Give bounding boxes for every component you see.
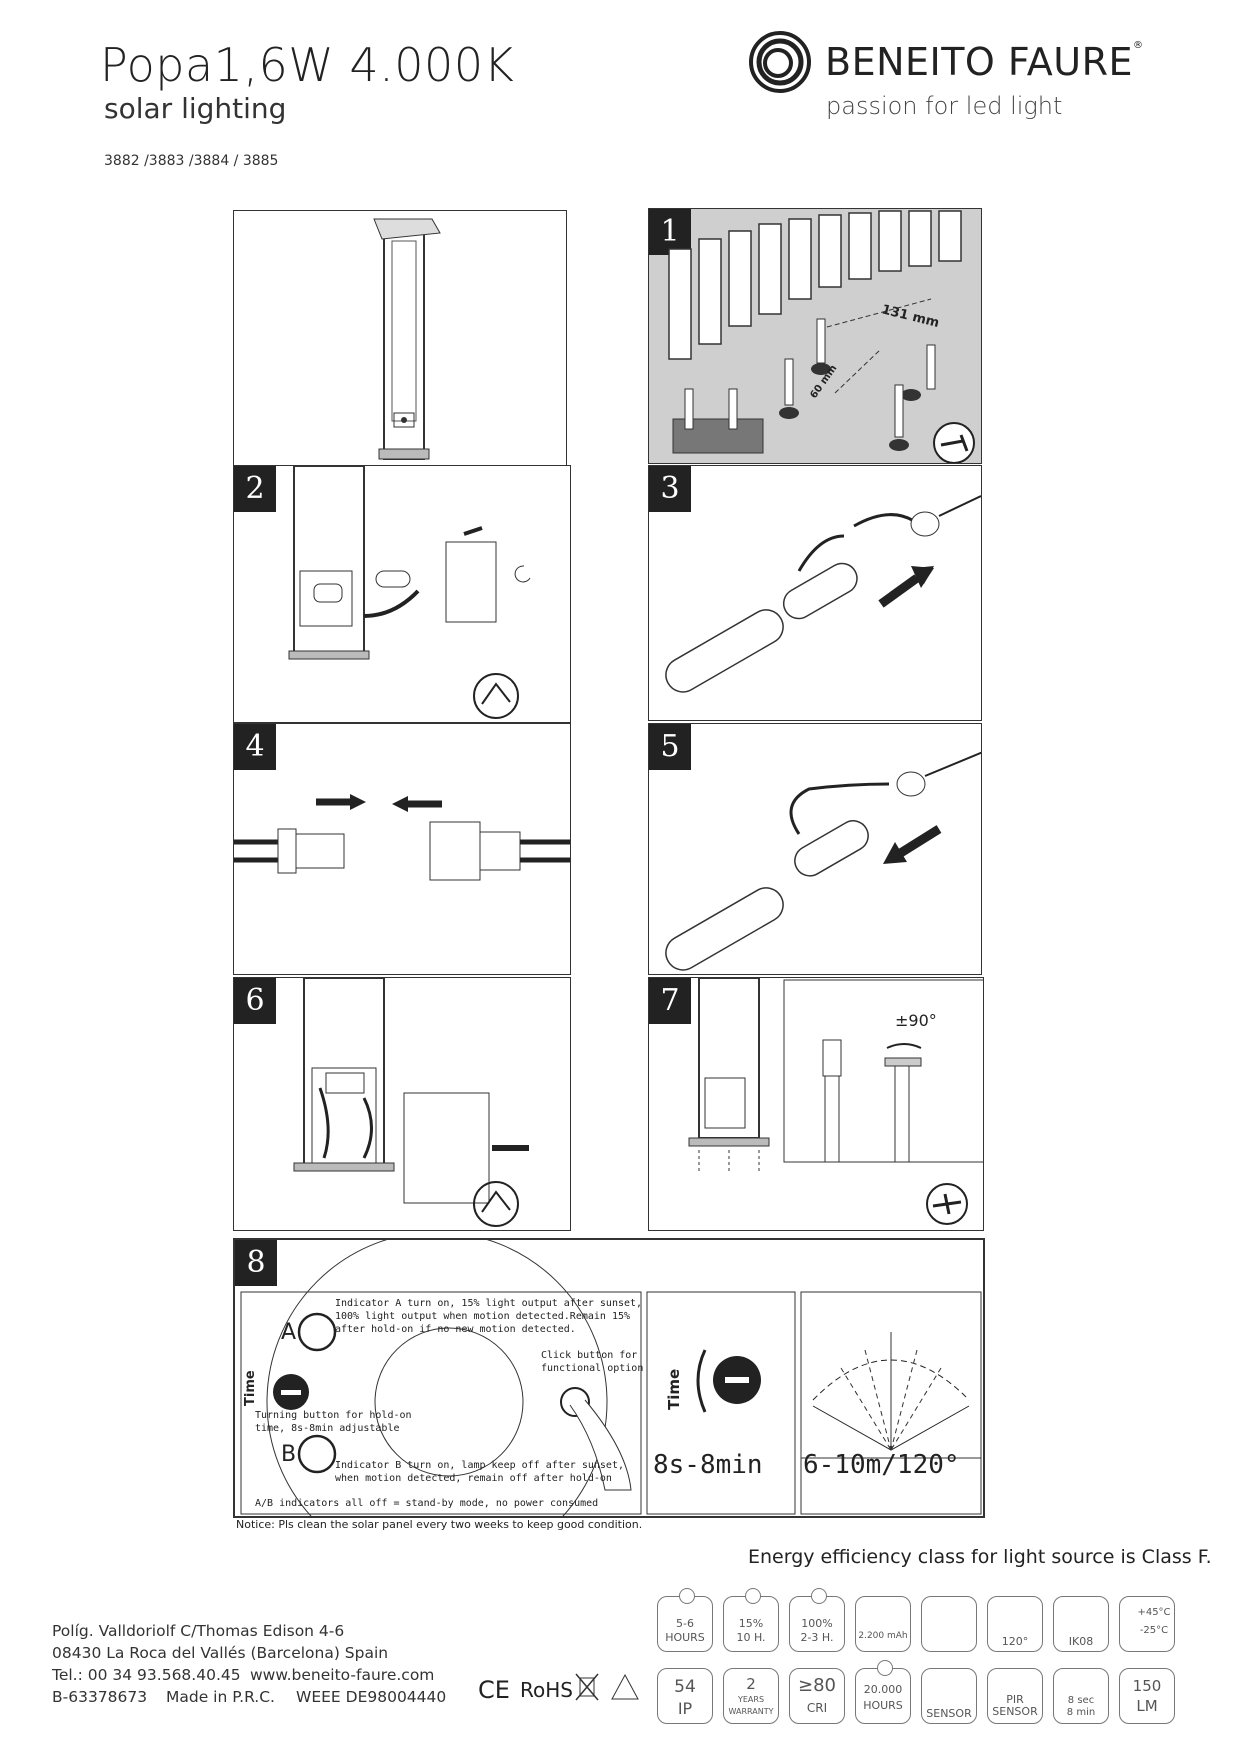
close-cover-illustration <box>293 978 529 1227</box>
step-6-panel: 6 <box>233 977 571 1231</box>
time-label-2: Time <box>665 1368 683 1410</box>
weee-bin-icon <box>575 1673 599 1701</box>
product-image-panel <box>233 210 567 466</box>
emc-mark-icon <box>611 1673 639 1700</box>
step-number: 1 <box>649 209 691 255</box>
click-button-text-2: functional option <box>541 1363 644 1374</box>
energy-class: Energy efficiency class for light source… <box>748 1546 1212 1568</box>
light-sensor-icon: SENSOR <box>921 1668 977 1724</box>
step-number: 4 <box>234 724 276 770</box>
indicator-a-text-3: after hold-on if no new motion detected. <box>335 1324 576 1335</box>
indicator-b-text-2: when motion detected, remain off after h… <box>335 1473 612 1484</box>
time-label: Time <box>243 1370 258 1406</box>
step-number: 3 <box>649 466 691 512</box>
step-number: 5 <box>649 724 691 770</box>
dim-mode-icon: 15%10 H. <box>723 1588 779 1652</box>
brand-name: BENEITO FAURE® <box>825 40 1144 84</box>
step-number: 6 <box>234 978 276 1024</box>
product-subtitle: solar lighting <box>104 92 287 125</box>
click-button-text-1: Click button for <box>541 1350 638 1361</box>
ab-indicators-text: A/B indicators all off = stand-by mode, … <box>255 1498 599 1509</box>
connector-illustration <box>234 794 570 881</box>
temperature-icon: +45°C-25°C <box>1119 1596 1175 1652</box>
step-number: 7 <box>649 978 691 1024</box>
battery-remove-illustration <box>665 495 981 693</box>
full-mode-icon: 100%2-3 H. <box>789 1588 845 1652</box>
product-codes: 3882 /3883 /3884 / 3885 <box>104 153 279 169</box>
indicator-a-text-2: 100% light output when motion detected.R… <box>335 1311 631 1322</box>
fence-mounting-illustration: 131 mm 60 mm <box>668 210 975 463</box>
indicator-b-text-1: Indicator B turn on, lamp keep off after… <box>335 1460 624 1471</box>
rotation-label: ±90° <box>895 1011 937 1030</box>
bollard-illustration <box>373 218 441 460</box>
address-line-2: 08430 La Roca del Vallés (Barcelona) Spa… <box>52 1644 389 1662</box>
weee-number: WEEE DE98004440 <box>296 1688 447 1706</box>
step-8-panel: 8 Indicator A turn on, 15% light output … <box>233 1238 985 1518</box>
step-number: 2 <box>234 466 276 512</box>
product-title: Popa1,6W 4.000K <box>100 38 515 92</box>
step-4-panel: 4 <box>233 723 571 975</box>
indicator-b-label: B <box>281 1442 297 1467</box>
step-5-panel: 5 <box>648 723 982 975</box>
open-cover-illustration <box>288 466 531 719</box>
made-in: Made in P.R.C. <box>166 1688 275 1706</box>
step-1-panel: 1 131 mm 60 mm <box>648 208 982 464</box>
address-line-1: Políg. Valldoriolf C/Thomas Edison 4-6 <box>52 1622 345 1640</box>
time-range: 8s-8min <box>653 1450 763 1480</box>
beam-angle-icon: 120° <box>987 1596 1043 1652</box>
turning-button-text-2: time, 8s-8min adjustable <box>255 1423 400 1434</box>
rotate-panel-illustration: ±90° <box>688 978 983 1225</box>
registration: B-63378673 <box>52 1688 148 1706</box>
battery-insert-illustration <box>665 751 981 971</box>
ce-mark: CE <box>478 1676 510 1704</box>
battery-icon: 2.200 mAh <box>855 1596 911 1652</box>
turning-button-text-1: Turning button for hold-on <box>255 1410 412 1421</box>
website: www.beneito-faure.com <box>250 1666 435 1684</box>
dimension-131: 131 mm <box>880 302 941 331</box>
sensor-control-illustration <box>240 1240 982 1516</box>
telephone: Tel.: 00 34 93.568.40.45 <box>52 1666 241 1684</box>
step-7-panel: 7 ±90° <box>648 977 984 1231</box>
notice: Notice: Pls clean the solar panel every … <box>236 1518 643 1531</box>
impact-rating-icon: IK08 <box>1053 1596 1109 1652</box>
step-3-panel: 3 <box>648 465 982 721</box>
step-2-panel: 2 <box>233 465 571 723</box>
rohs-mark: RoHS <box>520 1678 573 1702</box>
indicator-a-label: A <box>281 1320 297 1345</box>
brand-logo-icon <box>749 31 811 93</box>
step-number: 8 <box>235 1240 277 1286</box>
diamond-icon <box>921 1596 977 1652</box>
detection-range: 6-10m/120° <box>803 1450 960 1480</box>
brand-tagline: passion for led light <box>826 92 1063 120</box>
indicator-a-text-1: Indicator A turn on, 15% light output af… <box>335 1298 643 1309</box>
